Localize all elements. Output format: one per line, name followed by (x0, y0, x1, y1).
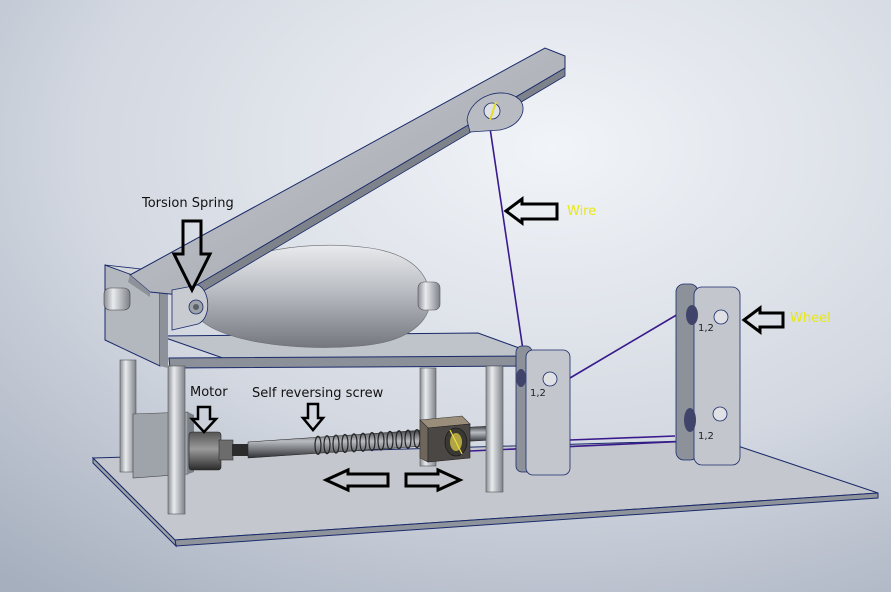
pulley-block-near (515, 345, 571, 476)
support-posts-front (167, 365, 504, 515)
screw-thread-coil (404, 429, 412, 449)
pedal-pulley (466, 92, 524, 133)
dimension-mark-block: 1,2 (530, 388, 546, 399)
arrow-motor (189, 405, 219, 434)
screw-thread-coil (323, 435, 331, 455)
pump-bladder (194, 244, 441, 348)
arrow-travel-right (404, 467, 464, 493)
arrow-screw (300, 402, 326, 432)
base-plate (91, 439, 879, 548)
arrow-wire (503, 196, 559, 226)
wire (469, 127, 693, 452)
screw-thread-coil (368, 432, 376, 452)
screw-thread-coil (377, 431, 385, 451)
traveling-nut-block (419, 415, 471, 463)
screw-thread-coil (341, 433, 349, 454)
wheel-assembly (675, 283, 741, 466)
dimension-mark-wheel-top: 1,2 (698, 323, 714, 334)
label-self-reversing-screw: Self reversing screw (252, 386, 384, 401)
pivot-lug (171, 284, 209, 331)
arrow-travel-left (322, 467, 390, 493)
motor (188, 431, 250, 471)
arrow-wheel (741, 305, 785, 335)
arrow-torsion-spring (171, 219, 213, 294)
screw-thread-coil (350, 433, 358, 453)
screw-thread-coil (395, 430, 403, 450)
screw-thread-coil (314, 435, 322, 455)
label-motor: Motor (190, 385, 228, 400)
screw-thread-coil (359, 432, 367, 452)
label-wheel: Wheel (790, 311, 831, 326)
dimension-mark-wheel-bottom: 1,2 (698, 431, 714, 442)
label-wire: Wire (567, 204, 597, 219)
label-torsion-spring: Torsion Spring (142, 196, 234, 211)
screw-thread-coil (332, 434, 340, 454)
screw-thread-coil (386, 430, 394, 450)
